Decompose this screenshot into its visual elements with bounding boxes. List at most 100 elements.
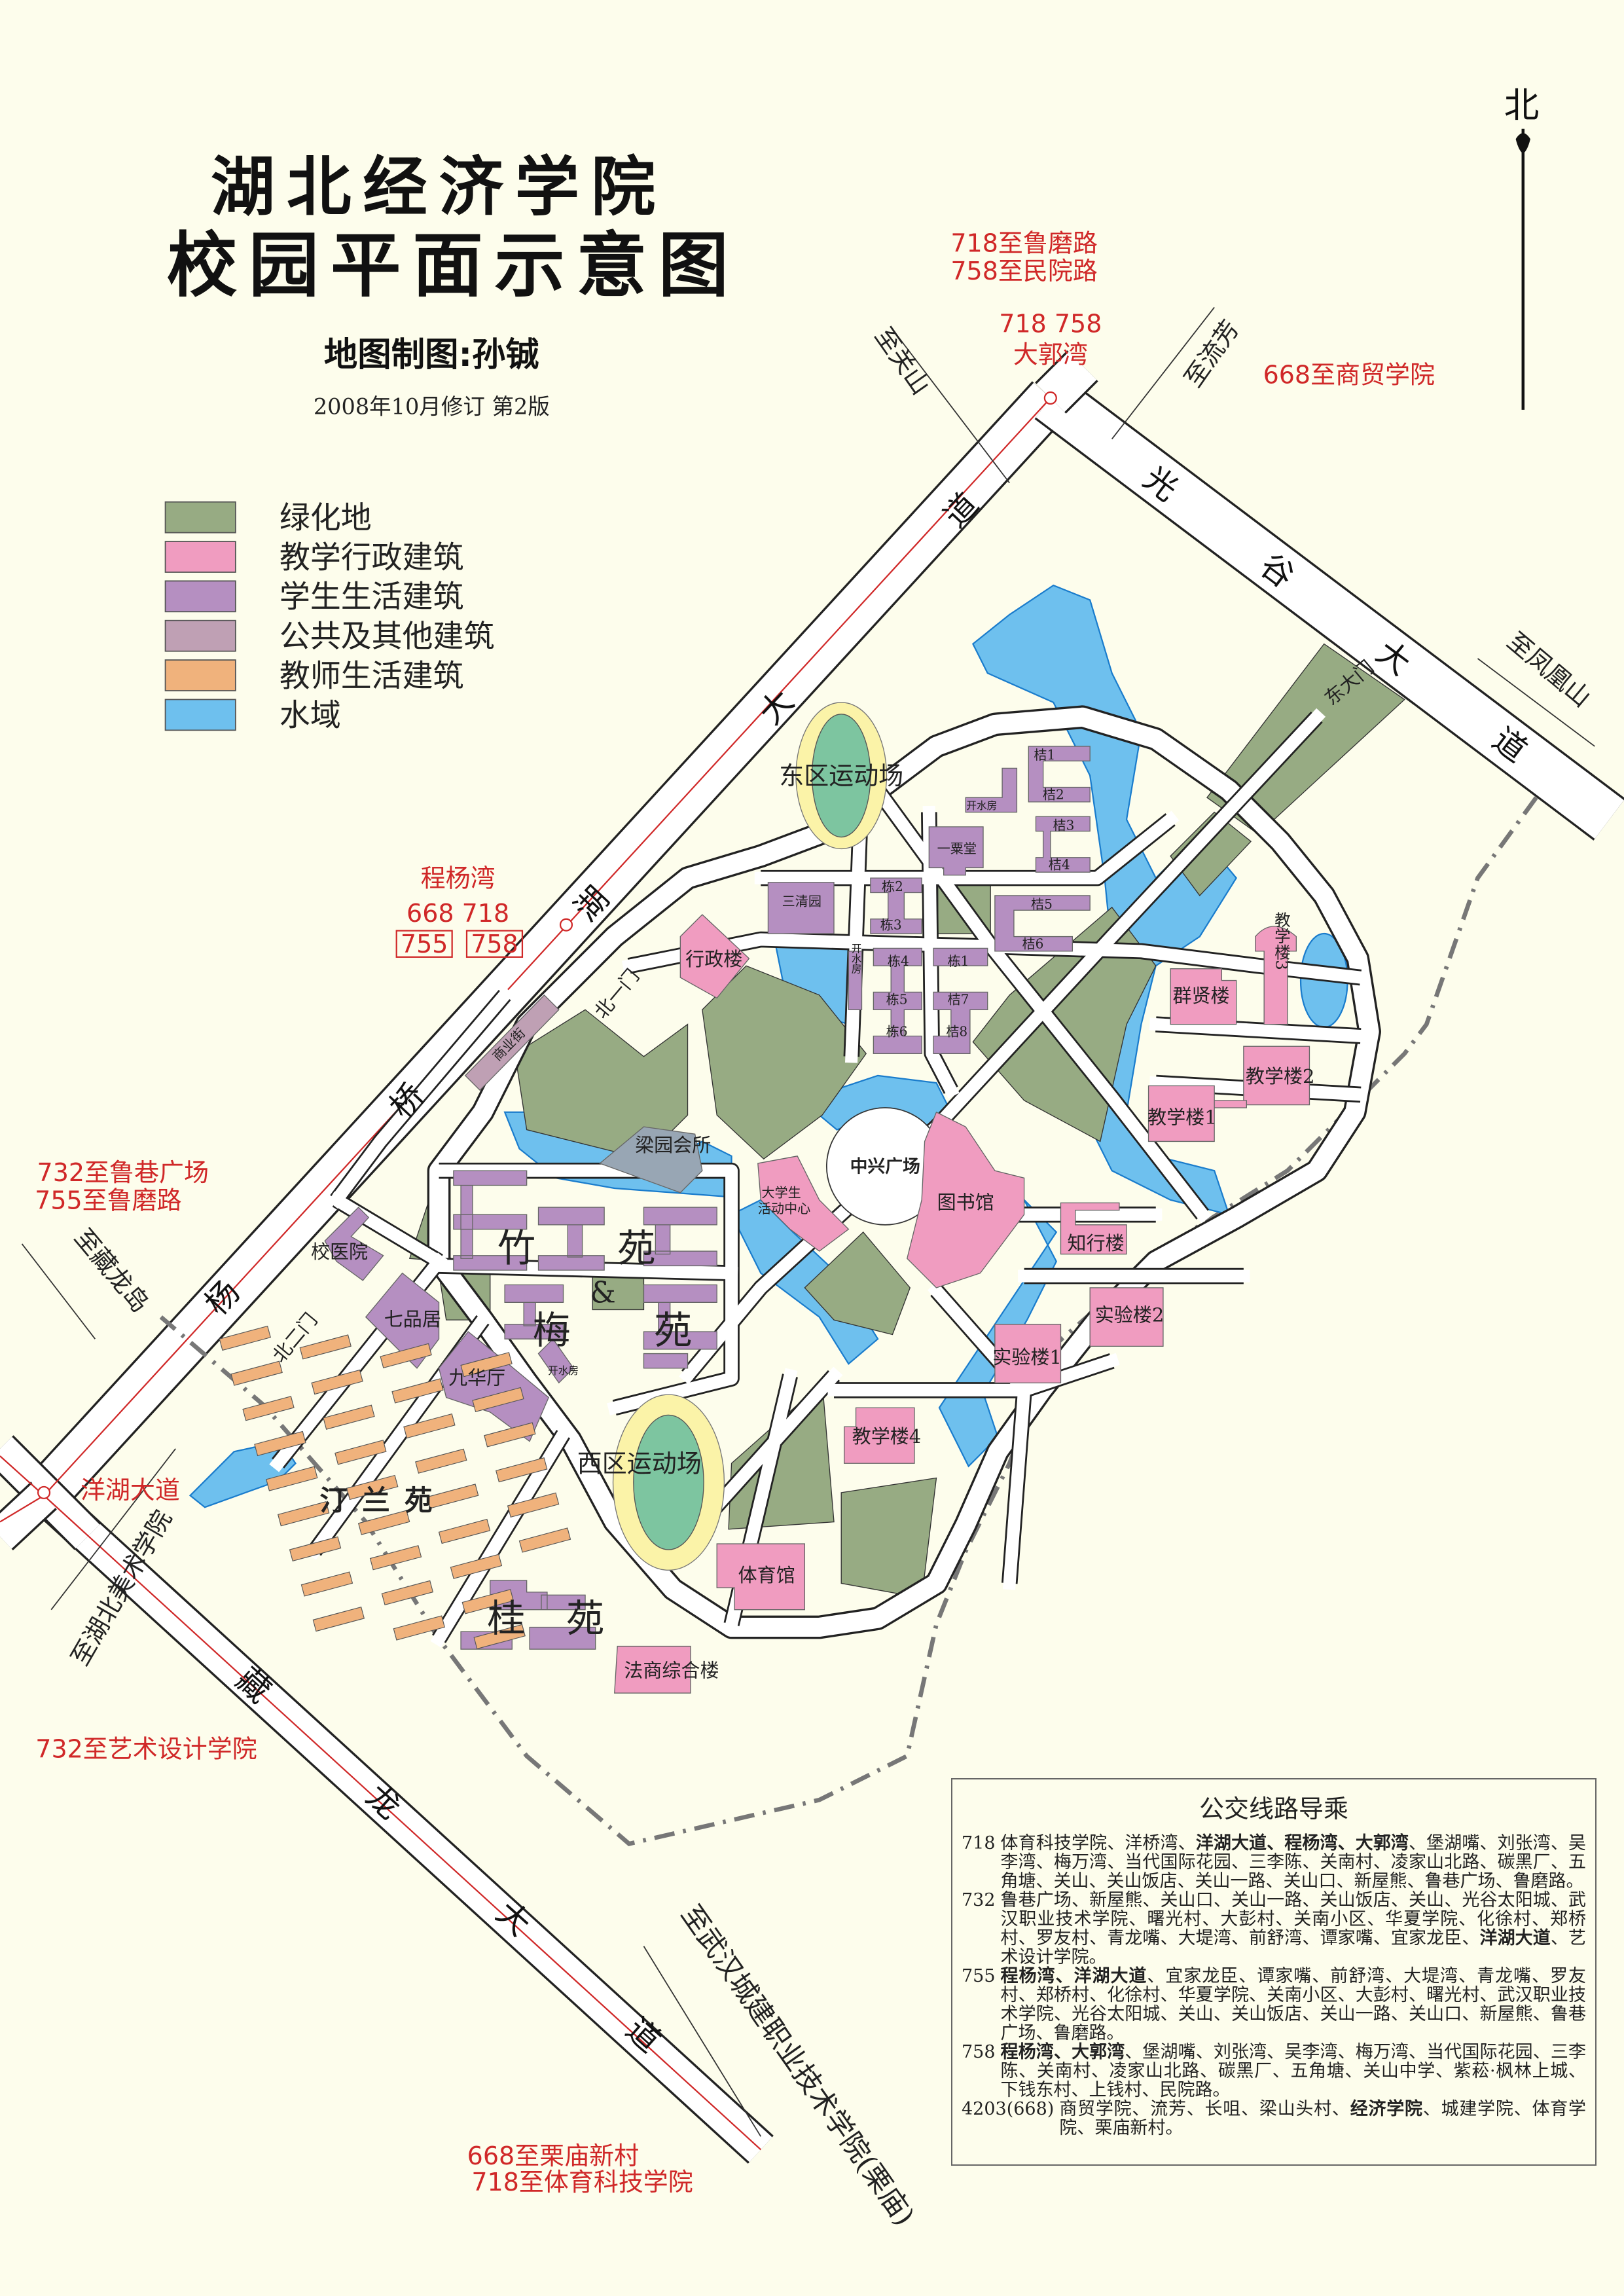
label-sanqingyuan: 三清园 <box>782 894 821 909</box>
library <box>907 1111 1025 1288</box>
bus-route-line <box>43 397 1051 1497</box>
bus-stop-highlight: 程杨湾、大郭湾 <box>1000 2042 1125 2062</box>
bus-stop-text: 、堡湖嘴、刘张湾、吴李湾、梅万湾、当代国际花园、三李陈、关南村、凌家山北路、碳黑… <box>1000 1833 1587 1891</box>
teach4-building <box>844 1407 915 1464</box>
label-ju7: 桔7 <box>948 991 969 1007</box>
map-author: 地图制图:孙铖 <box>324 335 539 374</box>
campus-boundary <box>159 796 1538 1846</box>
label-dong2: 栋2 <box>882 879 903 894</box>
place-labels: 东区运动场 西区运动场 行政楼 三清园 一粟堂 开水房 开水房 开水房 桔1 桔… <box>268 656 1379 1682</box>
teacher-house <box>380 1343 432 1368</box>
label-dong1: 栋1 <box>948 953 969 969</box>
label-activity-center: 活动中心 <box>758 1201 810 1216</box>
label-library: 图书馆 <box>937 1191 994 1213</box>
east-stadium <box>795 702 888 850</box>
legend-label: 绿化地 <box>280 500 372 536</box>
admin-building <box>679 914 750 999</box>
teacher-house <box>391 1378 444 1404</box>
bus-label: 718至体育科技学院 <box>471 2168 693 2196</box>
title-line2: 校园平面示意图 <box>167 225 740 307</box>
label-guiyuan: 桂 <box>487 1596 525 1641</box>
teacher-house <box>403 1413 456 1439</box>
label-teach1: 教学楼1 <box>1147 1106 1217 1129</box>
label-ju1: 桔1 <box>1034 747 1055 763</box>
bus-label: 668至商贸学院 <box>1263 361 1435 390</box>
legend-swatch <box>164 699 236 731</box>
ju5-6-building <box>994 895 1091 952</box>
bus-stop-text: 体育科技学院、洋桥湾、 <box>1000 1833 1196 1853</box>
fashang-building <box>614 1645 691 1694</box>
water-room-building <box>965 767 1018 813</box>
label-teach2: 教学楼2 <box>1246 1065 1315 1087</box>
label-ju4: 桔4 <box>1049 857 1070 873</box>
teacher-house <box>357 1510 410 1535</box>
label-water-room: 开水房 <box>548 1364 579 1377</box>
bus-route-number: 718 <box>962 1833 996 1853</box>
legend-label: 学生生活建筑 <box>280 579 464 615</box>
teacher-house <box>289 1536 342 1562</box>
lab1-building <box>994 1324 1062 1383</box>
bus-route-line <box>43 1495 762 2151</box>
label-tinglan: 汀兰苑 <box>319 1485 446 1518</box>
bus-label: 668 718 <box>406 899 509 928</box>
bus-stop-text: 、艺术设计学院。 <box>1000 1928 1587 1967</box>
bus-stop-text: 、堡湖嘴、刘张湾、吴李湾、梅万湾、当代国际花园、三李陈、关南村、凌家山北路、碳黑… <box>1000 2042 1587 2100</box>
label-fashang: 法商综合楼 <box>624 1660 719 1682</box>
lab2-building <box>1089 1287 1164 1347</box>
outer-roads <box>0 306 1610 2151</box>
teacher-house <box>507 1492 560 1518</box>
label-plaza: 中兴广场 <box>850 1156 920 1176</box>
teacher-house <box>438 1518 491 1544</box>
bus-label: 718至鲁磨路 <box>950 228 1097 257</box>
water-room-building <box>848 951 863 1010</box>
direction-fenghuangshan: 至凤凰山 <box>1502 627 1597 712</box>
bus-route-stops: 程杨湾、洋湖大道、宜家龙臣、谭家嘴、前舒湾、大堤湾、青龙嘴、罗友村、郑桥村、化徐… <box>1001 1967 1586 2043</box>
bus-stop-name: 大郭湾 <box>1013 340 1088 369</box>
teacher-house <box>472 1387 524 1413</box>
teach3-building <box>1255 926 1297 1025</box>
teacher-house <box>484 1422 536 1448</box>
label-west-stadium: 西区运动场 <box>577 1449 702 1478</box>
bus-stop-name: 洋湖大道 <box>81 1476 180 1504</box>
bus-stop-highlight: 洋湖大道、程杨湾、大郭湾 <box>1195 1833 1409 1853</box>
teacher-house <box>369 1545 422 1571</box>
teacher-house <box>460 1352 513 1377</box>
title-line1: 湖北经济学院 <box>211 150 667 225</box>
bus-label-boxed: 758 <box>471 930 518 958</box>
teacher-house <box>311 1369 363 1395</box>
teacher-house <box>346 1474 399 1501</box>
label-yisutang: 一粟堂 <box>937 841 977 856</box>
bus-stop-highlight: 程杨湾、洋湖大道 <box>1000 1966 1147 1986</box>
activity-center <box>757 1156 850 1252</box>
bus-label: 732至鲁巷广场 <box>37 1158 209 1187</box>
direction-canglongdao: 至藏龙岛 <box>69 1223 154 1318</box>
bus-stop-text: 、宜家龙臣、谭家嘴、前舒湾、大堤湾、青龙嘴、罗友村、郑桥村、化徐村、华夏学院、关… <box>1000 1966 1586 2043</box>
label-activity-center: 大学生 <box>761 1184 801 1200</box>
bus-route-stops: 体育科技学院、洋桥湾、洋湖大道、程杨湾、大郭湾、堡湖嘴、刘张湾、吴李湾、梅万湾、… <box>1001 1834 1586 1891</box>
teacher-house <box>277 1501 330 1527</box>
yisutang-building <box>928 826 984 876</box>
label-qunxian: 群贤楼 <box>1172 985 1229 1007</box>
teacher-house <box>323 1404 375 1430</box>
teacher-house <box>381 1580 434 1606</box>
teacher-house <box>496 1457 548 1483</box>
teacher-house <box>450 1554 503 1579</box>
label-ju3: 桔3 <box>1053 817 1074 833</box>
bus-route-number: 755 <box>962 1966 996 1986</box>
bus-guide-title: 公交线路导乘 <box>1199 1795 1348 1823</box>
label-water-room: 开水房 <box>850 943 862 975</box>
sanqingyuan-building <box>767 882 835 934</box>
bus-label: 758至民院路 <box>950 257 1097 285</box>
bus-stop-marker <box>1043 391 1057 405</box>
bus-stop-highlight: 洋湖大道 <box>1479 1928 1551 1948</box>
bus-route-stops: 程杨湾、大郭湾、堡湖嘴、刘张湾、吴李湾、梅万湾、当代国际花园、三李陈、关南村、凌… <box>1001 2043 1586 2100</box>
label-teach4: 教学楼4 <box>852 1425 922 1448</box>
bus-label: 668至栗庙新村 <box>467 2141 639 2170</box>
buildings <box>219 746 1310 1694</box>
label-dong5: 栋5 <box>886 991 908 1007</box>
